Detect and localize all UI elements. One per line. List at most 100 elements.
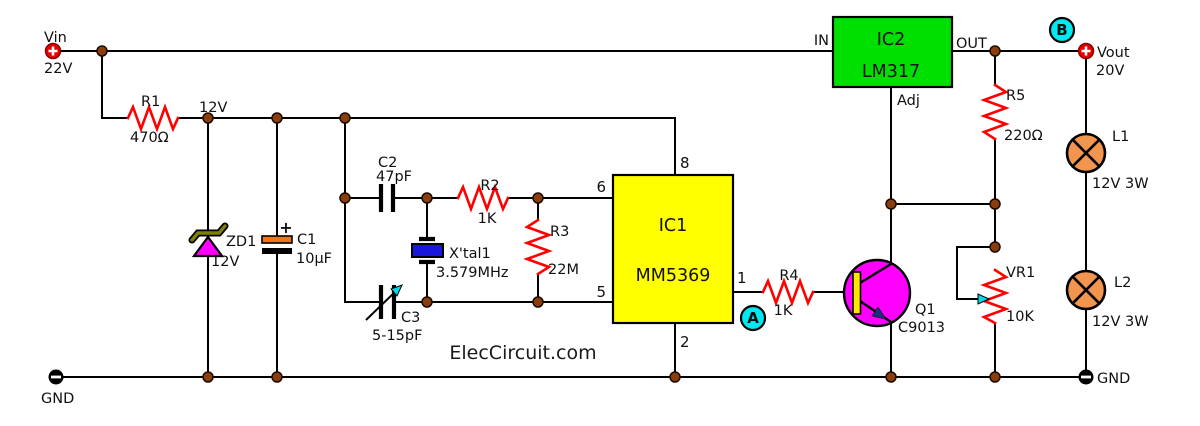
r3-value: 22M bbox=[548, 262, 579, 278]
lamp-x-icon bbox=[1071, 138, 1101, 168]
junction-dot bbox=[532, 192, 544, 204]
ic1-part: MM5369 bbox=[636, 266, 711, 286]
resistor-r4: R4 1K bbox=[761, 268, 815, 319]
ic2-out-label: OUT bbox=[956, 36, 987, 52]
test-point-a-label: A bbox=[747, 309, 759, 327]
gnd-right-terminal: GND bbox=[1078, 369, 1130, 387]
vout-label: Vout bbox=[1097, 45, 1130, 61]
r1-ref: R1 bbox=[141, 94, 160, 110]
c3-value: 5-15pF bbox=[372, 328, 422, 344]
vout-value: 20V bbox=[1096, 63, 1124, 79]
r5-value: 220Ω bbox=[1004, 128, 1043, 144]
ic1-body bbox=[611, 173, 735, 325]
ic1-pin2-label: 2 bbox=[680, 333, 690, 351]
capacitor-c2: C2 47pF bbox=[376, 155, 412, 212]
zener-triangle-icon bbox=[191, 235, 225, 258]
junction-dot bbox=[202, 112, 214, 124]
junction-dot bbox=[989, 241, 1001, 253]
junction-dot bbox=[989, 371, 1001, 383]
xtal1-value: 3.579MHz bbox=[436, 265, 509, 281]
c2-value: 47pF bbox=[376, 169, 412, 185]
gnd-left-terminal: GND bbox=[41, 369, 74, 407]
test-point-b-label: B bbox=[1056, 21, 1067, 39]
ic2-in-label: IN bbox=[814, 33, 829, 49]
lamp-x-icon bbox=[1071, 275, 1101, 305]
l2-value: 12V 3W bbox=[1092, 314, 1149, 330]
r4-ref: R4 bbox=[779, 268, 798, 284]
c1-positive-plate-icon bbox=[261, 235, 293, 244]
transistor-q1: Q1 C9013 bbox=[842, 258, 945, 336]
junction-dot bbox=[339, 192, 351, 204]
capacitor-c1: + C1 10µF bbox=[261, 218, 332, 267]
l1-value: 12V 3W bbox=[1092, 176, 1149, 192]
r2-ref: R2 bbox=[480, 178, 499, 194]
junction-dot bbox=[989, 45, 1001, 57]
ic1-ref: IC1 bbox=[659, 216, 688, 236]
plus-glyph bbox=[48, 46, 58, 56]
junction-dot bbox=[669, 371, 681, 383]
q1-ref: Q1 bbox=[915, 302, 936, 318]
c1-ref: C1 bbox=[297, 232, 316, 248]
resistor-zigzag-icon bbox=[456, 183, 510, 213]
resistor-zigzag-icon bbox=[126, 103, 180, 133]
ic1-pin1-label: 1 bbox=[737, 269, 747, 287]
zd1-value: 12V bbox=[211, 254, 239, 270]
vr1-value: 10K bbox=[1006, 309, 1034, 325]
minus-glyph bbox=[51, 375, 61, 379]
r5-ref: R5 bbox=[1006, 88, 1025, 104]
test-point-b: B bbox=[1048, 16, 1076, 44]
crystal-xtal1: X'tal1 3.579MHz bbox=[411, 236, 509, 281]
vin-label: Vin bbox=[44, 30, 67, 46]
junction-dot bbox=[271, 371, 283, 383]
lamp-l1: L1 12V 3W bbox=[1065, 129, 1149, 192]
junction-dot bbox=[885, 371, 897, 383]
junction-dot bbox=[421, 296, 433, 308]
c3-ref: C3 bbox=[401, 310, 420, 326]
junction-dot bbox=[202, 371, 214, 383]
junction-dot bbox=[96, 45, 108, 57]
r4-value: 1K bbox=[774, 303, 793, 319]
vout-terminal: Vout 20V bbox=[1077, 42, 1130, 79]
resistor-zigzag-icon bbox=[761, 277, 815, 307]
test-point-a: A bbox=[739, 304, 767, 332]
potentiometer-vr1: VR1 10K bbox=[977, 265, 1035, 325]
resistor-r2: R2 1K bbox=[456, 178, 510, 227]
minus-glyph bbox=[1081, 375, 1091, 379]
q1-emitter-arrow-icon bbox=[871, 306, 887, 320]
junction-dot bbox=[532, 296, 544, 308]
junction-dot bbox=[271, 112, 283, 124]
ic1-pin5-label: 5 bbox=[596, 283, 606, 301]
junction-dot bbox=[989, 198, 1001, 210]
ic2-body bbox=[831, 15, 954, 89]
c3-trimmer-arrow-line bbox=[365, 290, 397, 321]
r3-ref: R3 bbox=[550, 224, 569, 240]
zener-bar-icon bbox=[190, 224, 227, 242]
r1-value: 470Ω bbox=[130, 130, 169, 146]
ic2-lm317: IC2 LM317 IN OUT Adj bbox=[814, 15, 987, 109]
xtal1-ref: X'tal1 bbox=[449, 246, 491, 262]
plus-glyph bbox=[1081, 46, 1091, 56]
q1-base-bar-icon bbox=[852, 271, 862, 315]
l2-ref: L2 bbox=[1114, 275, 1131, 291]
vr1-ref: VR1 bbox=[1006, 265, 1035, 281]
ic2-part: LM317 bbox=[862, 62, 920, 82]
resistor-r3: R3 22M bbox=[523, 218, 579, 278]
rail-12v-label: 12V bbox=[199, 100, 227, 116]
resistor-zigzag-icon bbox=[523, 218, 553, 276]
gnd-right-label: GND bbox=[1097, 371, 1130, 387]
junction-dot bbox=[339, 112, 351, 124]
c1-negative-plate-icon bbox=[262, 248, 292, 254]
ic1-pin8-label: 8 bbox=[680, 154, 690, 172]
resistor-zigzag-icon bbox=[980, 268, 1010, 325]
test-point-a-icon bbox=[739, 304, 767, 332]
junction-dots bbox=[96, 45, 1001, 383]
q1-value: C9013 bbox=[898, 320, 945, 336]
ic1-pin6-label: 6 bbox=[596, 178, 606, 196]
test-point-b-icon bbox=[1048, 16, 1076, 44]
c3-trimmer-arrowhead-icon bbox=[390, 284, 403, 297]
c2-plates-icon bbox=[378, 184, 396, 212]
q1-collector-line bbox=[859, 262, 892, 285]
crystal-body-icon bbox=[411, 243, 444, 258]
